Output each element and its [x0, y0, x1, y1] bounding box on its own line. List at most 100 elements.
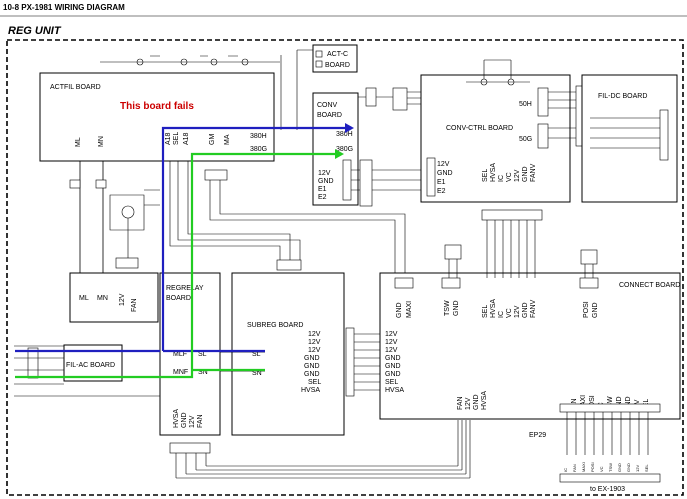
svg-text:POSI: POSI	[589, 395, 596, 412]
svg-text:12V: 12V	[385, 339, 398, 346]
conv-ctrl-50h-label: 50H	[519, 101, 532, 108]
svg-text:12V: 12V	[385, 331, 398, 338]
actfil-mn-label: MN	[98, 136, 105, 147]
svg-text:GND: GND	[626, 463, 631, 472]
svg-text:12V: 12V	[308, 331, 321, 338]
reg-unit-frame	[6, 39, 684, 496]
actc-board-label-2: BOARD	[325, 62, 350, 69]
regrelay-bottom-wires	[175, 420, 471, 479]
actc-board-label-1: ACT-C	[327, 51, 348, 58]
actfil-gm-label: GM	[209, 134, 216, 145]
posi-switch-symbol	[580, 249, 598, 278]
fan-board-mn-label: MN	[97, 295, 108, 302]
actfil-ml-label: ML	[75, 137, 82, 147]
conv-ctrl-board-label: CONV-CTRL BOARD	[446, 125, 513, 132]
subreg-to-connect-wires	[354, 333, 380, 391]
conv-ctrl-left-connector	[426, 157, 436, 197]
svg-text:IC: IC	[563, 468, 568, 472]
fil-dc-board-label: FIL-DC BOARD	[598, 93, 647, 100]
svg-text:12V: 12V	[308, 339, 321, 346]
conv-ctrl-gnd-label: GND	[437, 170, 453, 177]
ep29-connector	[559, 403, 661, 413]
conv-board-label-2: BOARD	[317, 112, 342, 119]
connect-gnd-c-label: GND	[592, 302, 599, 318]
regrelay-gnd-label: GND	[181, 412, 188, 428]
svg-text:FAN: FAN	[572, 464, 577, 472]
conv-ctrl-gnd-b-label: GND	[522, 166, 529, 182]
actc-pin-2	[315, 60, 323, 68]
conv-side-connectors	[351, 87, 421, 207]
conv-ctrl-sel-label: SEL	[482, 169, 489, 182]
subreg-board-label: SUBREG BOARD	[247, 322, 303, 329]
subreg-board	[231, 272, 345, 436]
fan-motor-symbol	[109, 189, 160, 269]
regrelay-12v-label: 12V	[189, 415, 196, 428]
fil-ac-board-label: FIL-AC BOARD	[66, 362, 115, 369]
conv-connector	[342, 159, 352, 201]
fan-board-ml-label: ML	[79, 295, 89, 302]
svg-text:GND: GND	[617, 463, 622, 472]
svg-text:IC: IC	[498, 311, 505, 318]
conv-ctrl-12v-label: 12V	[437, 161, 450, 168]
conv-12v-label: 12V	[318, 170, 331, 177]
left-vertical-wires	[69, 161, 107, 273]
actfil-ma-label: MA	[224, 134, 231, 145]
blue-arrowhead	[345, 123, 354, 133]
actfil-sel-label: SEL	[173, 132, 180, 145]
actfil-to-subreg-wires	[169, 161, 406, 278]
ex-side-signals: IC FAN MAXI POSI VC TSW GND GND 12V SEL	[563, 462, 649, 472]
conv-ctrl-fanv-label: FANV	[530, 163, 537, 182]
regrelay-mnf-label: MNF	[173, 369, 188, 376]
svg-text:12V: 12V	[465, 397, 472, 410]
svg-text:FANV: FANV	[530, 299, 537, 318]
actc-wire	[296, 49, 313, 130]
connect-gnd-maxi-connector	[394, 277, 414, 289]
subreg-right-connector	[345, 327, 355, 397]
top-components	[100, 55, 282, 130]
actfil-a18-label: A18	[165, 132, 172, 145]
svg-text:12V: 12V	[385, 347, 398, 354]
conv-ctrl-vc-label: VC	[506, 172, 513, 182]
fan-board	[69, 272, 159, 323]
svg-text:SEL: SEL	[308, 379, 321, 386]
svg-text:VC: VC	[599, 466, 604, 472]
connect-lower-left-signals: FAN 12V GND HVSA	[457, 391, 488, 410]
highlight-blue-path	[15, 126, 345, 353]
svg-text:TSW: TSW	[608, 463, 613, 472]
connect-maxi-label: MAXI	[406, 301, 413, 318]
highlight-green-path	[15, 152, 335, 379]
unit-label: REG UNIT	[8, 25, 62, 37]
conv-380g-label: 380G	[336, 146, 353, 153]
regrelay-mlf-label: MLF	[173, 351, 187, 358]
svg-text:HVSA: HVSA	[490, 299, 497, 318]
conv-e2-label: E2	[318, 194, 327, 201]
svg-text:GND: GND	[385, 371, 401, 378]
svg-text:GND: GND	[304, 355, 320, 362]
to-ex-label: to EX-1903	[590, 486, 625, 493]
regrelay-board-label-1: REGRELAY	[166, 285, 204, 292]
svg-text:MAXI: MAXI	[581, 462, 586, 472]
svg-text:MAXI: MAXI	[580, 395, 587, 412]
svg-text:POSI: POSI	[590, 462, 595, 472]
svg-text:GND: GND	[473, 394, 480, 410]
svg-text:GND: GND	[522, 302, 529, 318]
sn-output-label: SN	[252, 370, 262, 377]
conv-board-label-1: CONV	[317, 102, 338, 109]
connect-posi-label: POSI	[583, 301, 590, 318]
svg-text:GND: GND	[385, 363, 401, 370]
svg-text:HVSA: HVSA	[385, 387, 404, 394]
regrelay-hvsa-label: HVSA	[173, 409, 180, 428]
conv-ctrl-12v-b-label: 12V	[514, 169, 521, 182]
ep29-wires	[566, 412, 649, 455]
connect-gnd-label: GND	[396, 302, 403, 318]
conv-380h-label: 380H	[336, 131, 353, 138]
fil-dc-wires	[590, 117, 660, 149]
subreg-top-connector	[276, 259, 302, 271]
conv-ctrl-50g-label: 50G	[519, 136, 532, 143]
conv-ctrl-bottom-connector	[481, 209, 543, 278]
regrelay-bottom-connector	[169, 442, 211, 454]
actfil-380h-label: 380H	[250, 133, 267, 140]
svg-text:12V: 12V	[514, 305, 521, 318]
conv-e1-label: E1	[318, 186, 327, 193]
